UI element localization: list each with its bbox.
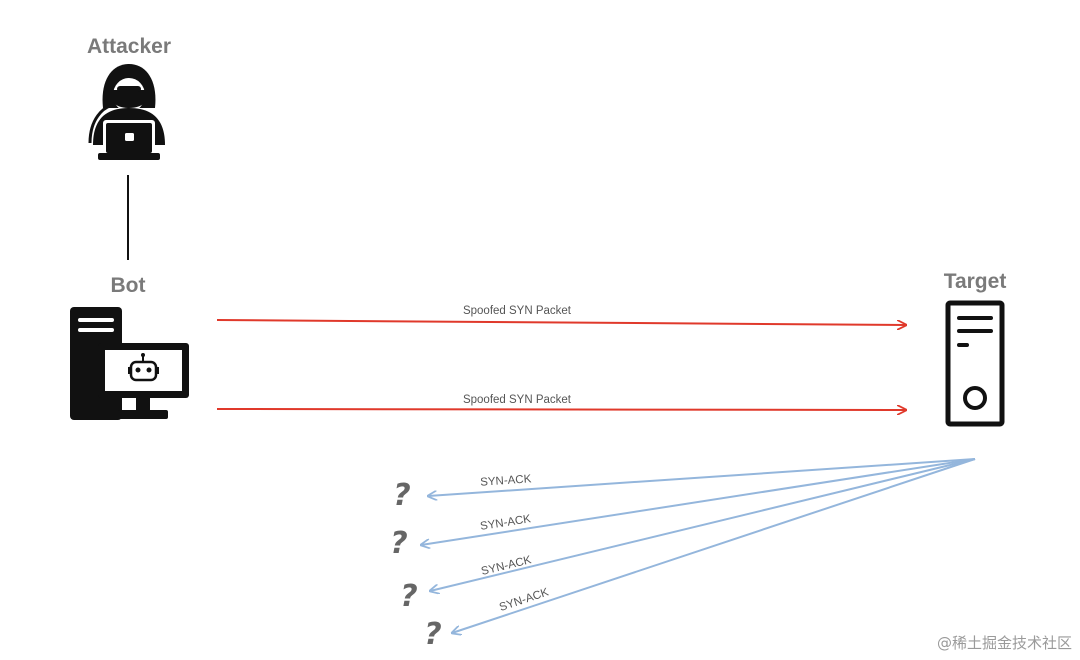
syn-edge-label: Spoofed SYN Packet [463, 305, 572, 317]
hooded-hacker-laptop-icon [88, 64, 165, 160]
target-label: Target [944, 270, 1007, 293]
watermark: @稀土掘金技术社区 [937, 634, 1072, 652]
synack-edge-label: SYN-ACK [480, 473, 532, 488]
synack-edge-1: SYN-ACK [428, 458, 976, 496]
synack-edge-label: SYN-ACK [480, 554, 533, 578]
syn-edge-1: Spoofed SYN Packet [216, 305, 906, 325]
syn-edge-label: Spoofed SYN Packet [463, 394, 572, 406]
syn-edge-2: Spoofed SYN Packet [216, 394, 906, 410]
question-mark: ? [424, 617, 441, 652]
synack-edge-2: SYN-ACK [421, 458, 976, 545]
attacker-label: Attacker [87, 35, 171, 58]
question-mark: ? [400, 579, 417, 614]
server-tower-icon [945, 300, 1005, 427]
computer-with-robot-icon [70, 307, 189, 420]
question-mark: ? [390, 526, 407, 561]
question-mark: ? [393, 478, 410, 513]
bot-label: Bot [111, 274, 146, 297]
